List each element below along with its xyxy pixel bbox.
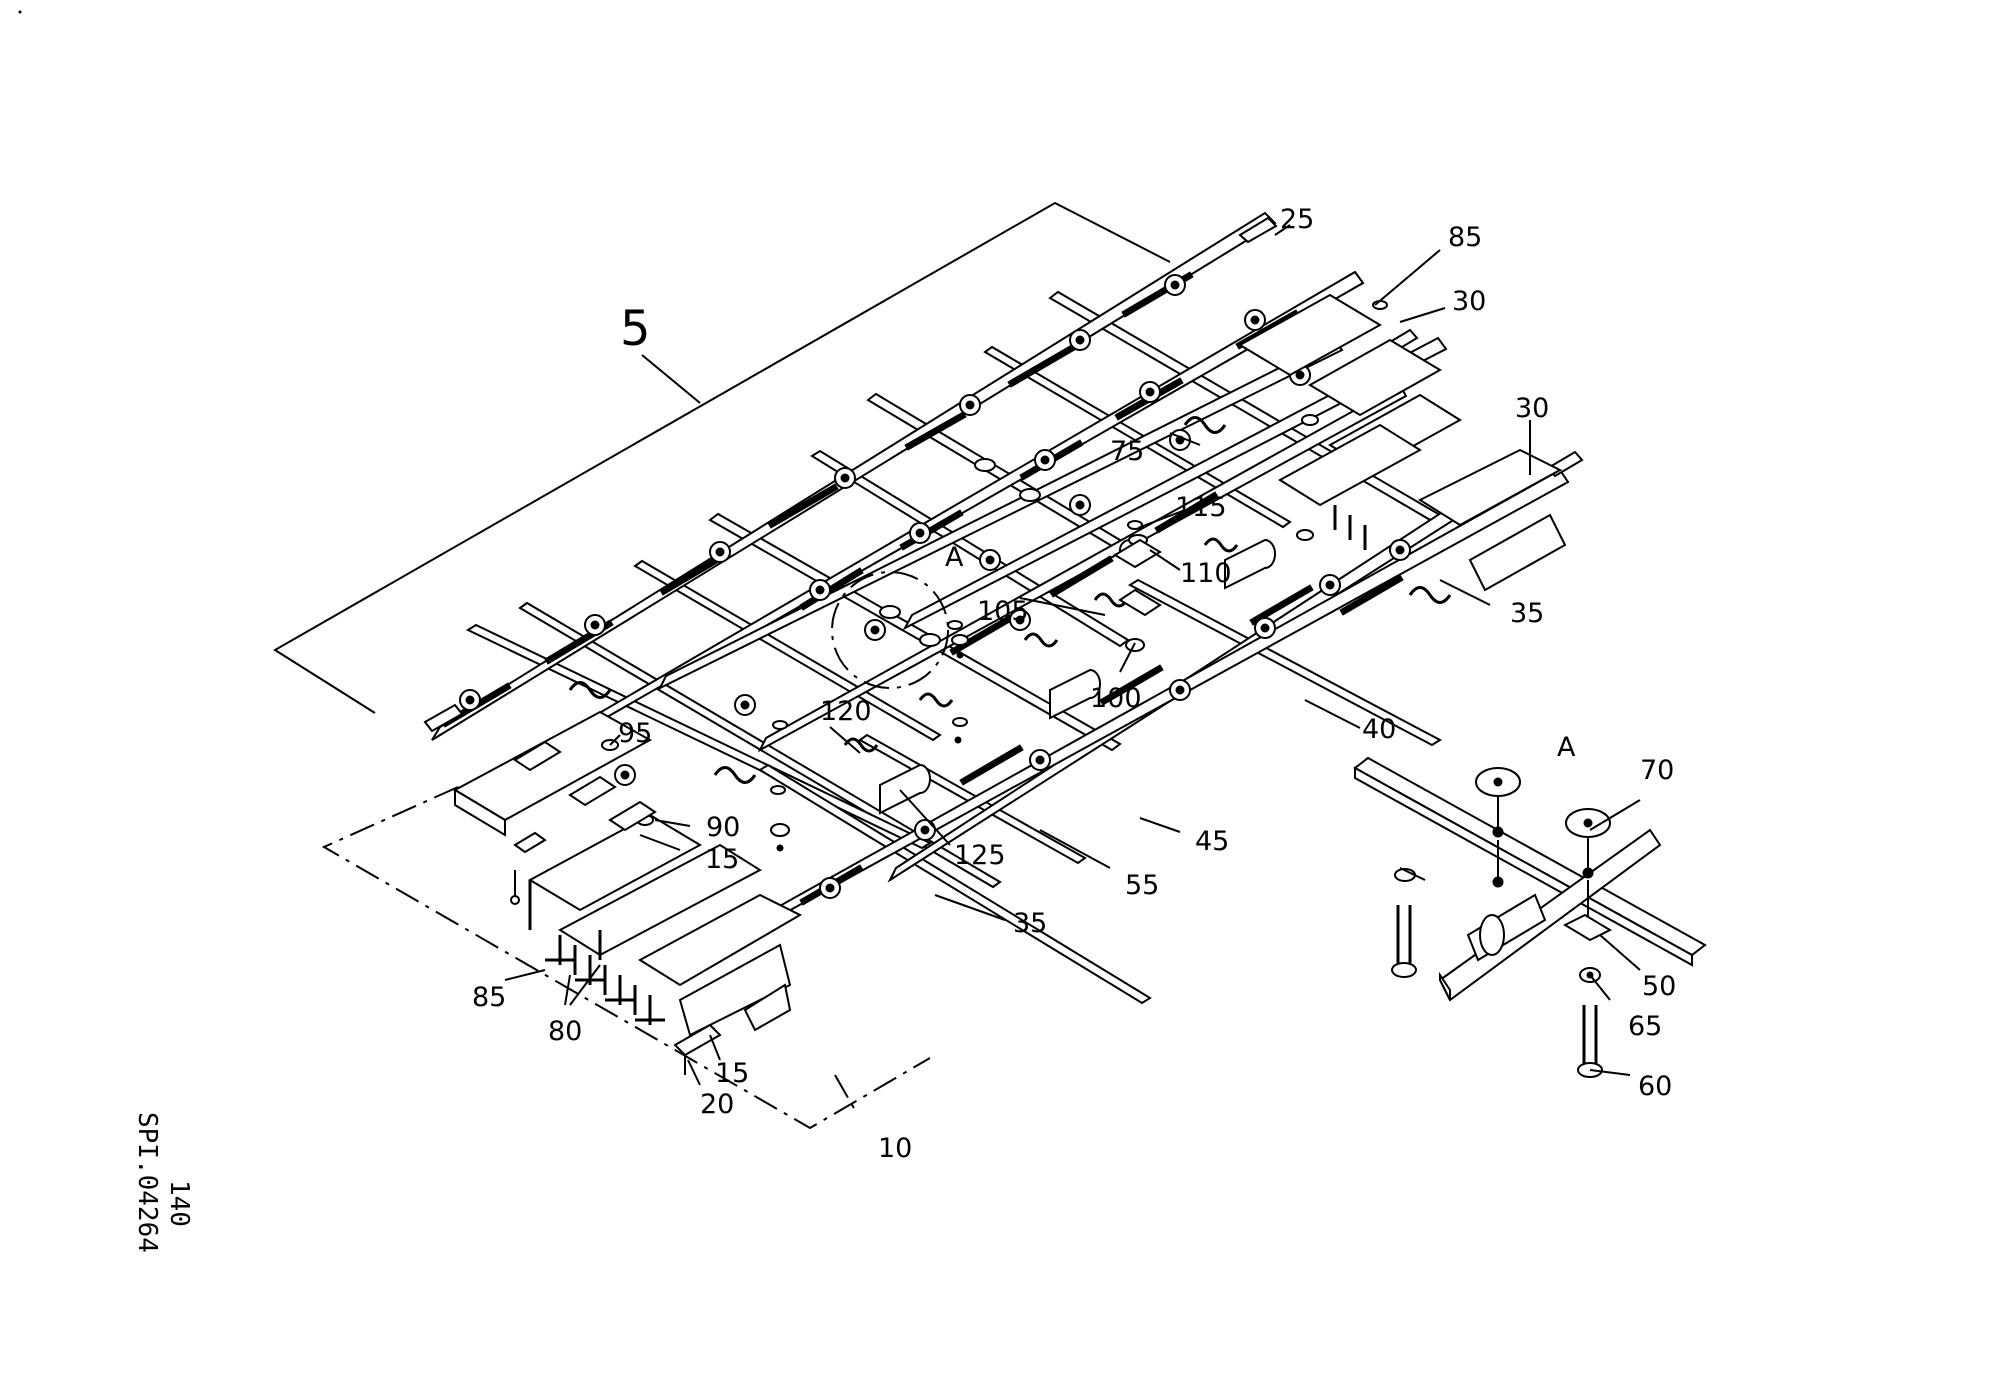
callout-90: 90 [706, 812, 740, 843]
callout-15-lower: 15 [715, 1058, 749, 1089]
callout-65: 65 [1628, 1011, 1662, 1042]
callout-a-main: A [945, 542, 964, 573]
callout-25: 25 [1280, 204, 1314, 235]
detail-circle-a [831, 571, 949, 689]
leader-lines [504, 224, 1641, 1086]
chain-rails [431, 211, 1570, 938]
cross-tubes [465, 290, 1443, 1005]
corner-dot [18, 10, 22, 14]
callout-125: 125 [954, 840, 1006, 871]
feeder-blocks-left [452, 710, 803, 1075]
plates [513, 538, 1162, 854]
callout-75: 75 [1110, 436, 1144, 467]
callout-10: 10 [878, 1133, 912, 1164]
sleeves [879, 538, 1276, 815]
s-hook-clips [568, 416, 1452, 784]
callout-labels: 5 25 85 30 30 75 115 110 A 105 35 100 40… [472, 204, 1676, 1164]
page-number: 140 [164, 1180, 194, 1227]
t-bolts [545, 935, 665, 1025]
callout-110: 110 [1180, 558, 1232, 589]
detail-view-a [1353, 756, 1707, 1078]
callout-30-top: 30 [1452, 286, 1486, 317]
callout-100: 100 [1090, 683, 1142, 714]
callout-55: 55 [1125, 870, 1159, 901]
callout-30-right: 30 [1515, 393, 1549, 424]
callout-85-top: 85 [1448, 222, 1482, 253]
chain-couplings [459, 274, 1411, 899]
callout-5: 5 [620, 301, 651, 357]
callout-70: 70 [1640, 755, 1674, 786]
callout-105: 105 [977, 596, 1029, 627]
feeder-blocks-right [1238, 293, 1567, 592]
callout-40: 40 [1362, 714, 1396, 745]
callout-35-right: 35 [1510, 598, 1544, 629]
callout-85-lower: 85 [472, 982, 506, 1013]
callout-60: 60 [1638, 1071, 1672, 1102]
callout-50: 50 [1642, 971, 1676, 1002]
callout-20: 20 [700, 1089, 734, 1120]
assembly-bracket-5 [273, 201, 1171, 714]
callout-95: 95 [618, 718, 652, 749]
callout-a-detail: A [1557, 732, 1576, 763]
callout-45: 45 [1195, 826, 1229, 857]
drawing-id: SPI.04264 [132, 1112, 162, 1253]
callout-120: 120 [820, 696, 872, 727]
callout-80: 80 [548, 1016, 582, 1047]
chain-end-tabs [423, 216, 1584, 945]
callout-15-upper: 15 [705, 844, 739, 875]
callout-115: 115 [1175, 492, 1227, 523]
callout-35-lower: 35 [1013, 908, 1047, 939]
hardware-small-parts [601, 300, 1388, 852]
